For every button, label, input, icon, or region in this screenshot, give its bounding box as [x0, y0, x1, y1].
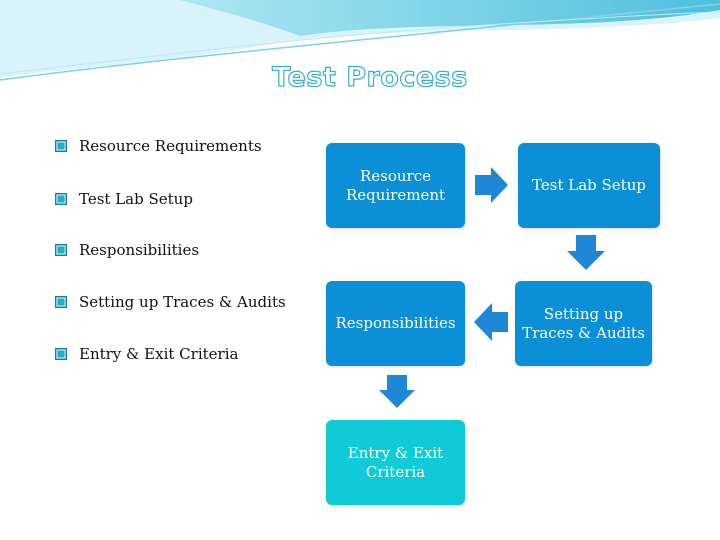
process-box-label: Resource Requirement [345, 166, 446, 204]
checkbox-bullet-icon [55, 348, 67, 360]
checkbox-bullet-icon [55, 193, 67, 205]
bullet-entry-exit: Entry & Exit Criteria [55, 345, 238, 363]
bullet-test-lab-setup: Test Lab Setup [55, 190, 193, 208]
bullet-label: Setting up Traces & Audits [79, 293, 286, 311]
arrow-right-icon [475, 167, 508, 203]
process-box-label: Test Lab Setup [532, 176, 646, 194]
arrow-down-icon [379, 375, 415, 408]
arrow-down-icon [567, 235, 605, 270]
bullet-resource-requirements: Resource Requirements [55, 137, 262, 155]
bullet-label: Test Lab Setup [79, 190, 193, 208]
process-box-test-lab-setup: Test Lab Setup [518, 143, 660, 228]
bullet-setting-up-traces: Setting up Traces & Audits [55, 293, 286, 311]
bullet-label: Resource Requirements [79, 137, 262, 155]
process-box-label: Setting up Traces & Audits [522, 304, 645, 342]
checkbox-bullet-icon [55, 244, 67, 256]
bullet-label: Entry & Exit Criteria [79, 345, 239, 363]
page-title: Test Process [272, 61, 468, 93]
process-box-entry-exit: Entry & Exit Criteria [326, 420, 465, 505]
process-box-resource-requirement: Resource Requirement [326, 143, 465, 228]
process-box-responsibilities: Responsibilities [326, 281, 465, 366]
process-box-label: Entry & Exit Criteria [347, 443, 444, 481]
header-swoosh [0, 0, 720, 81]
arrow-left-icon [474, 303, 508, 341]
process-box-label: Responsibilities [335, 314, 456, 332]
checkbox-bullet-icon [55, 296, 67, 308]
checkbox-bullet-icon [55, 140, 67, 152]
bullet-label: Responsibilities [79, 241, 200, 259]
bullet-responsibilities: Responsibilities [55, 241, 199, 259]
process-box-setting-up-traces: Setting up Traces & Audits [515, 281, 652, 366]
